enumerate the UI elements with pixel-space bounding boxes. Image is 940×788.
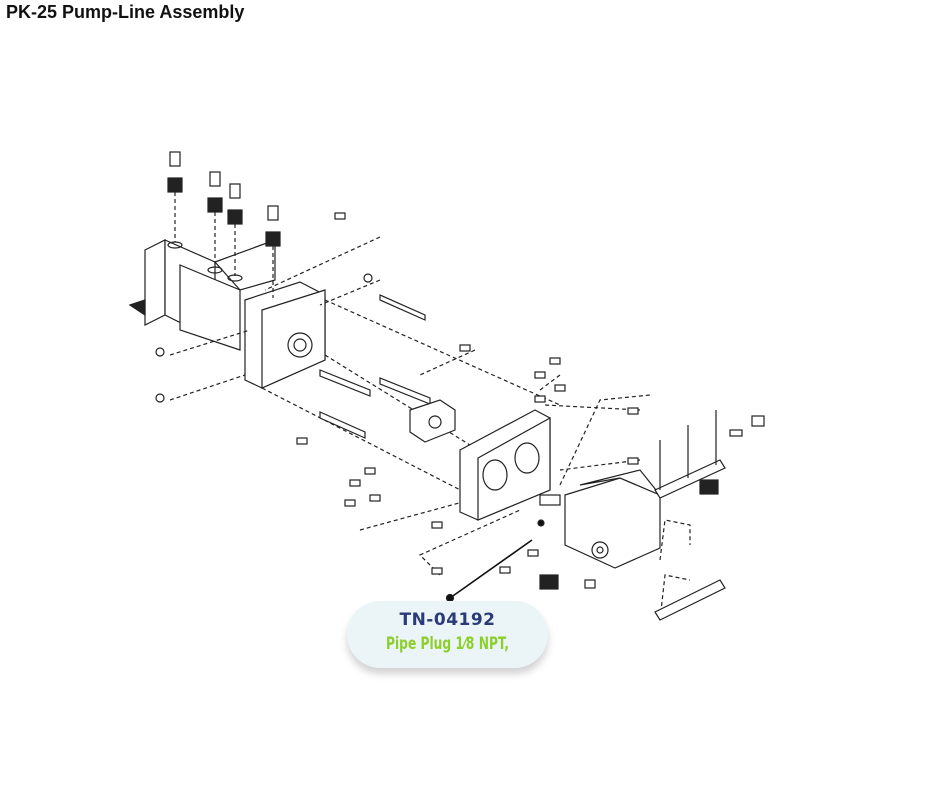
- pump-body: [539, 469, 661, 569]
- part-number: TN-04192: [399, 610, 496, 630]
- adapter-plate: [459, 409, 551, 521]
- brackets: [539, 459, 726, 621]
- leader-line: [445, 519, 545, 603]
- front-plate: [244, 281, 326, 389]
- studs: [659, 410, 717, 490]
- elbow-fittings: [167, 151, 281, 247]
- cylinder-housing: [128, 239, 283, 351]
- part-description: Pipe Plug 1⁄8 NPT,: [386, 634, 509, 654]
- bolts: [155, 212, 765, 589]
- part-callout[interactable]: TN-04192 Pipe Plug 1⁄8 NPT,: [347, 601, 548, 668]
- coupling: [409, 399, 456, 443]
- tie-rods: [319, 294, 431, 439]
- page-title: PK-25 Pump-Line Assembly: [6, 2, 245, 22]
